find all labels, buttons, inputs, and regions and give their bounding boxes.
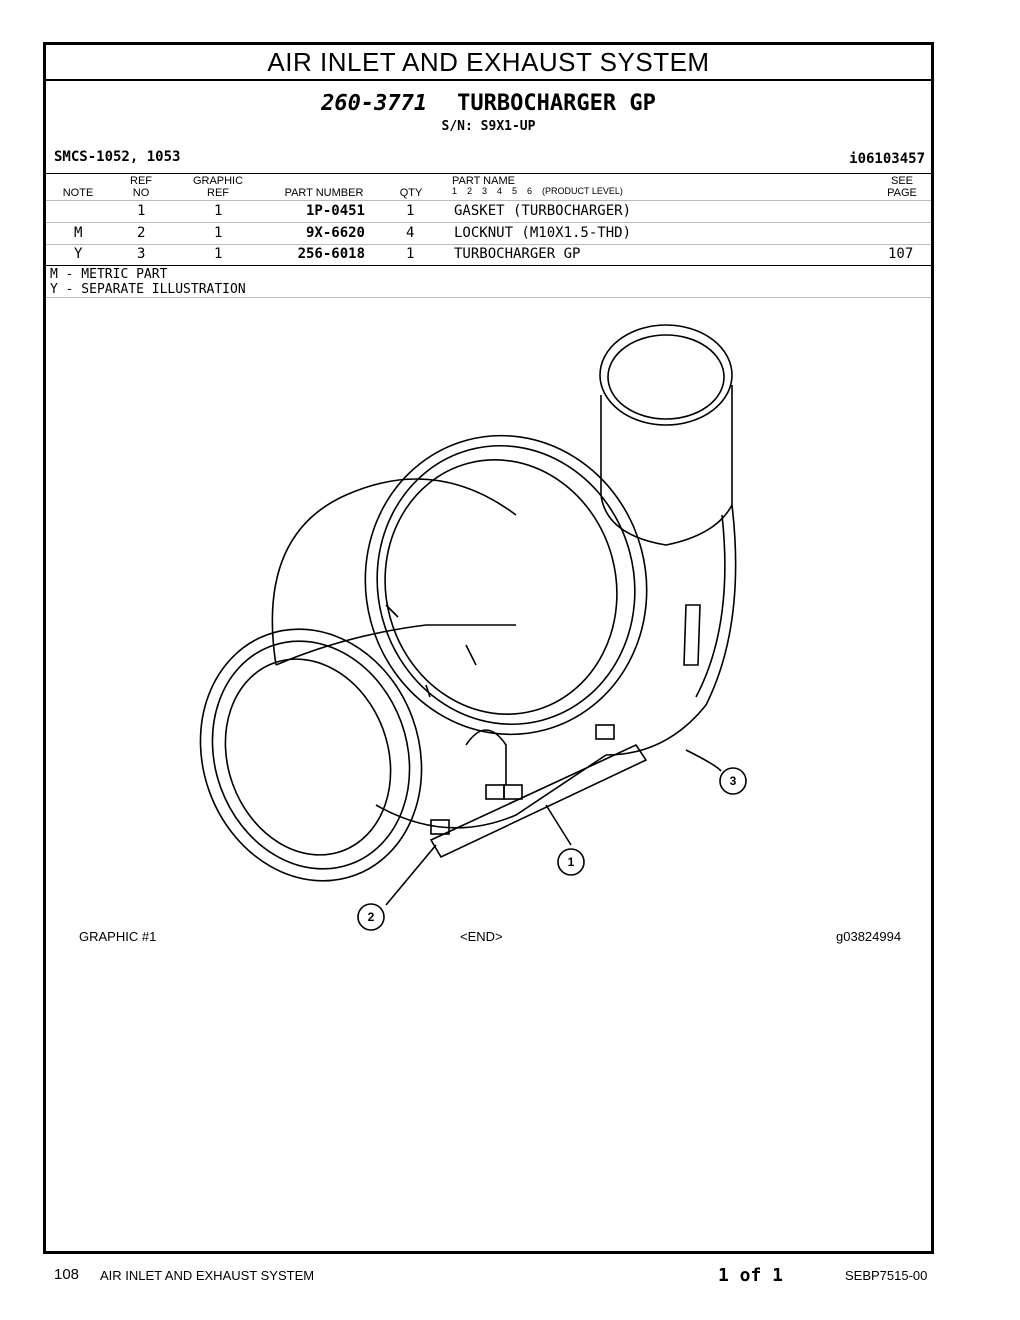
cell-note: Y [74,246,83,262]
smcs-codes: SMCS-1052, 1053 [54,149,181,165]
header-ref-no-bottom: NO [132,187,150,199]
outlet-pipe-inner [607,334,725,420]
cell-part-number[interactable]: 256-6018 [297,246,365,262]
header-graphic-ref-bottom: REF [207,187,229,199]
compressor-housing-right [605,504,737,756]
housing-slot [683,604,701,666]
flange-ear [465,729,507,785]
compressor-housing-inner [695,514,726,698]
header-ref-no-top: REF [130,175,152,187]
cell-qty: 1 [406,246,415,262]
footer-section: AIR INLET AND EXHAUST SYSTEM [100,1268,315,1283]
center-ring-mid [376,444,636,726]
group-heading: 260-3771 TURBOCHARGER GP [46,91,931,116]
graphic-label: GRAPHIC #1 [79,929,157,944]
table-row: M 2 1 9X-6620 4 LOCKNUT (M10X1.5-THD) [46,223,931,244]
center-ring-inner [384,459,618,715]
inlet-flange-mid [211,640,411,870]
table-row: Y 3 1 256-6018 1 TURBOCHARGER GP 107 [46,244,931,265]
cell-graphic-ref: 1 [214,246,223,262]
table-row: 1 1 1P-0451 1 GASKET (TURBOCHARGER) [46,201,931,222]
header-graphic-ref-top: GRAPHIC [192,175,244,187]
group-name: TURBOCHARGER GP [457,91,656,116]
leader-3 [685,749,722,772]
serial-number: S/N: S9X1-UP [441,119,536,134]
locknut [430,819,450,835]
header-part-number: PART NUMBER [284,187,364,199]
locknut [485,784,505,800]
legend-rule [46,297,931,298]
cell-ref-no: 1 [137,203,146,219]
cell-note: M [74,225,83,241]
cell-qty: 4 [406,225,415,241]
callout-2: 2 [368,910,375,924]
illustration-id: i06103457 [849,151,925,167]
outlet-pipe-base [600,494,733,546]
cell-see-page[interactable]: 107 [888,246,914,262]
mounting-flange [429,743,648,859]
turbine-housing-marks [385,604,477,698]
locknut [595,724,615,740]
turbine-housing-mid [275,624,516,666]
header-part-name: PART NAME [452,175,515,187]
turbocharger-illustration: 1 2 3 [199,324,747,931]
cell-ref-no: 2 [137,225,146,241]
table-bottom-rule [46,265,931,266]
turbine-housing-bottom [375,754,607,829]
header-see-page-top: SEE [890,175,913,187]
end-label: <END> [460,929,503,944]
cell-graphic-ref: 1 [214,203,223,219]
outlet-pipe-end [599,324,733,426]
row-rule [46,244,931,245]
header-product-levels: 1 2 3 4 5 6 (PRODUCT LEVEL) [452,186,623,196]
callout-3: 3 [730,774,737,788]
cell-part-number[interactable]: 1P-0451 [305,203,365,219]
footer-page-number: 108 [54,1266,80,1283]
legend-metric: M - METRIC PART [50,267,168,282]
callout-1: 1 [568,855,575,869]
footer-page-of: 1 of 1 [718,1265,784,1286]
header-see-page-bottom: PAGE [887,187,917,199]
row-rule [46,222,931,223]
graphic-id: g03824994 [836,929,902,944]
callout-1-circle [557,848,585,876]
cell-part-name: GASKET (TURBOCHARGER) [454,203,632,219]
turbine-housing-top [271,478,517,666]
legend-separate: Y - SEPARATE ILLUSTRATION [50,282,246,297]
cell-part-name: TURBOCHARGER GP [454,246,581,262]
leader-1 [545,804,572,846]
header-note: NOTE [62,187,94,199]
cell-graphic-ref: 1 [214,225,223,241]
callout-3-circle [719,767,747,795]
header-qty: QTY [399,187,423,199]
cell-ref-no: 3 [137,246,146,262]
group-number: 260-3771 [321,91,428,116]
inlet-flange-inner [224,658,392,856]
section-title: AIR INLET AND EXHAUST SYSTEM [46,45,931,81]
table-top-rule [46,173,931,174]
locknut [503,784,523,800]
inlet-flange-outer [199,628,423,882]
cell-qty: 1 [406,203,415,219]
footer-doc-id: SEBP7515-00 [845,1268,928,1283]
center-ring-outer [364,434,648,736]
header-rule [46,200,931,201]
leader-2 [385,844,437,906]
cell-part-number[interactable]: 9X-6620 [305,225,365,241]
cell-part-name: LOCKNUT (M10X1.5-THD) [454,225,632,241]
callout-2-circle [357,903,385,931]
